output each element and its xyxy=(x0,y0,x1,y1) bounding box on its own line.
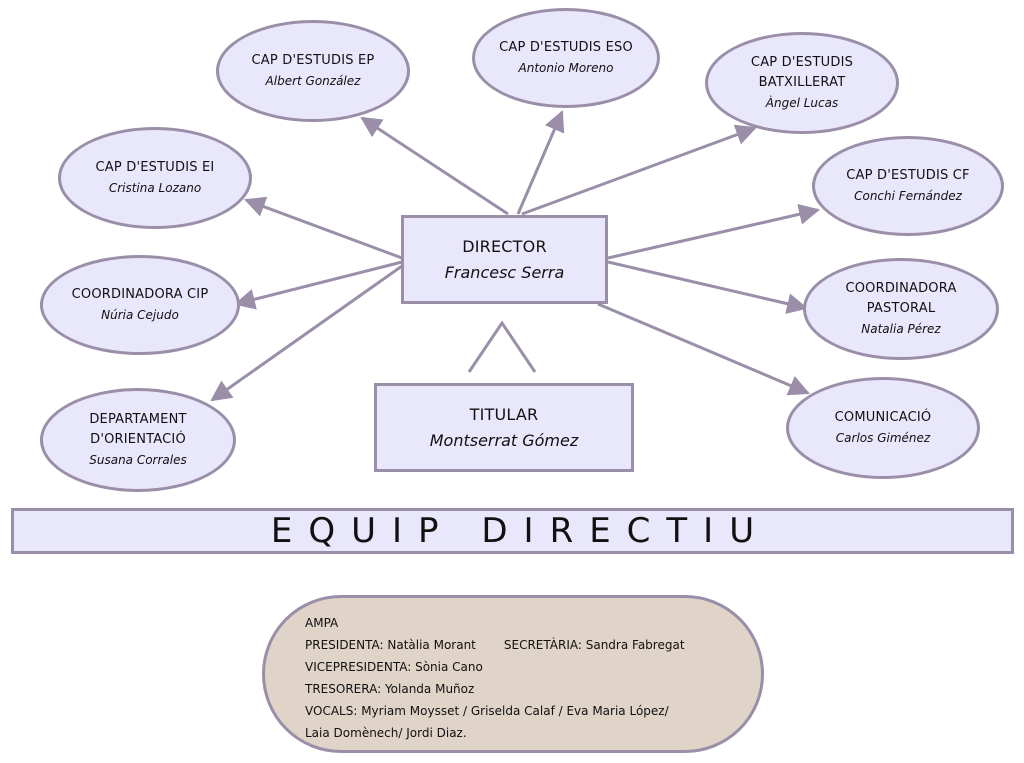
equip-directiu-banner: EQUIP DIRECTIU xyxy=(11,508,1014,554)
coord-cip-role: COORDINADORA CIP xyxy=(71,287,209,302)
ampa-vocals-line2: Laia Domènech/ Jordi Diaz. xyxy=(305,726,467,740)
ampa-box: AMPA PRESIDENTA: Natàlia Morant SECRETÀRI… xyxy=(262,595,764,753)
arrow-to-cap-cf xyxy=(607,203,821,260)
coord-past-role-line2: PASTORAL xyxy=(866,301,936,316)
coord-cip-name: Núria Cejudo xyxy=(101,308,179,322)
dept-name: Susana Corrales xyxy=(89,453,187,467)
coord-past-role-line1: COORDINADORA xyxy=(845,281,957,296)
node-comunicacio: COMUNICACIÓ Carlos Giménez xyxy=(786,377,980,479)
ampa-title: AMPA xyxy=(305,616,339,630)
arrow-to-cap-batxillerat xyxy=(521,124,757,216)
arrow-to-coord-cip xyxy=(233,260,403,310)
arrow-to-dept-orientacio xyxy=(210,264,403,402)
ampa-row-presidenta: PRESIDENTA: Natàlia Morant SECRETÀRIA: Sa… xyxy=(305,634,741,656)
comunicacio-role: COMUNICACIÓ xyxy=(834,410,932,425)
comunicacio-name: Carlos Giménez xyxy=(835,431,931,445)
titular-role: TITULAR xyxy=(469,404,539,424)
node-cap-estudis-cf: CAP D'ESTUDIS CF Conchi Fernández xyxy=(812,136,1004,236)
cap-eso-name: Antonio Moreno xyxy=(518,61,614,75)
ampa-presidenta: PRESIDENTA: Natàlia Morant xyxy=(305,638,476,652)
node-cap-estudis-ep: CAP D'ESTUDIS EP Albert González xyxy=(216,20,410,122)
arrow-to-cap-eso xyxy=(516,110,565,215)
director-role: DIRECTOR xyxy=(462,236,547,256)
dept-role-line2: D'ORIENTACIÓ xyxy=(90,432,186,447)
ampa-secretaria: SECRETÀRIA: Sandra Fabregat xyxy=(503,638,685,652)
director-name: Francesc Serra xyxy=(444,262,565,282)
node-cap-estudis-batxillerat: CAP D'ESTUDIS BATXILLERAT Àngel Lucas xyxy=(705,32,899,134)
cap-ep-name: Albert González xyxy=(265,74,361,88)
node-coordinadora-cip: COORDINADORA CIP Núria Cejudo xyxy=(40,255,240,355)
cap-cf-role: CAP D'ESTUDIS CF xyxy=(846,168,970,183)
ampa-tresorera: TRESORERA: Yolanda Muñoz xyxy=(305,682,475,696)
cap-batx-role-line2: BATXILLERAT xyxy=(758,75,846,90)
director-box: DIRECTOR Francesc Serra xyxy=(401,215,608,304)
node-departament-orientacio: DEPARTAMENT D'ORIENTACIÓ Susana Corrales xyxy=(40,388,236,492)
cap-eso-role: CAP D'ESTUDIS ESO xyxy=(499,40,633,55)
dept-role-line1: DEPARTAMENT xyxy=(89,412,187,427)
arrow-to-cap-ei xyxy=(244,196,403,260)
node-coordinadora-pastoral: COORDINADORA PASTORAL Natalia Pérez xyxy=(803,258,999,360)
cap-ei-name: Cristina Lozano xyxy=(108,181,202,195)
arrow-to-coord-pastoral xyxy=(607,260,809,314)
cap-batx-role-line1: CAP D'ESTUDIS xyxy=(750,55,854,70)
cap-ei-role: CAP D'ESTUDIS EI xyxy=(95,160,215,175)
titular-box: TITULAR Montserrat Gómez xyxy=(374,383,634,472)
ampa-vicepresidenta: VICEPRESIDENTA: Sònia Cano xyxy=(305,660,483,674)
cap-cf-name: Conchi Fernández xyxy=(854,189,962,203)
cap-ep-role: CAP D'ESTUDIS EP xyxy=(251,53,375,68)
cap-batx-name: Àngel Lucas xyxy=(765,96,839,110)
node-cap-estudis-eso: CAP D'ESTUDIS ESO Antonio Moreno xyxy=(472,8,660,108)
arrow-to-comunicacio xyxy=(597,302,810,396)
node-cap-estudis-ei: CAP D'ESTUDIS EI Cristina Lozano xyxy=(58,127,252,229)
titular-name: Montserrat Gómez xyxy=(429,430,579,450)
arrow-to-cap-ep xyxy=(360,116,509,216)
triangle-connector xyxy=(467,320,537,373)
ampa-vocals-line1: VOCALS: Myriam Moysset / Griselda Calaf … xyxy=(305,704,669,718)
coord-past-name: Natalia Pérez xyxy=(861,322,941,336)
banner-title: EQUIP DIRECTIU xyxy=(270,511,771,551)
